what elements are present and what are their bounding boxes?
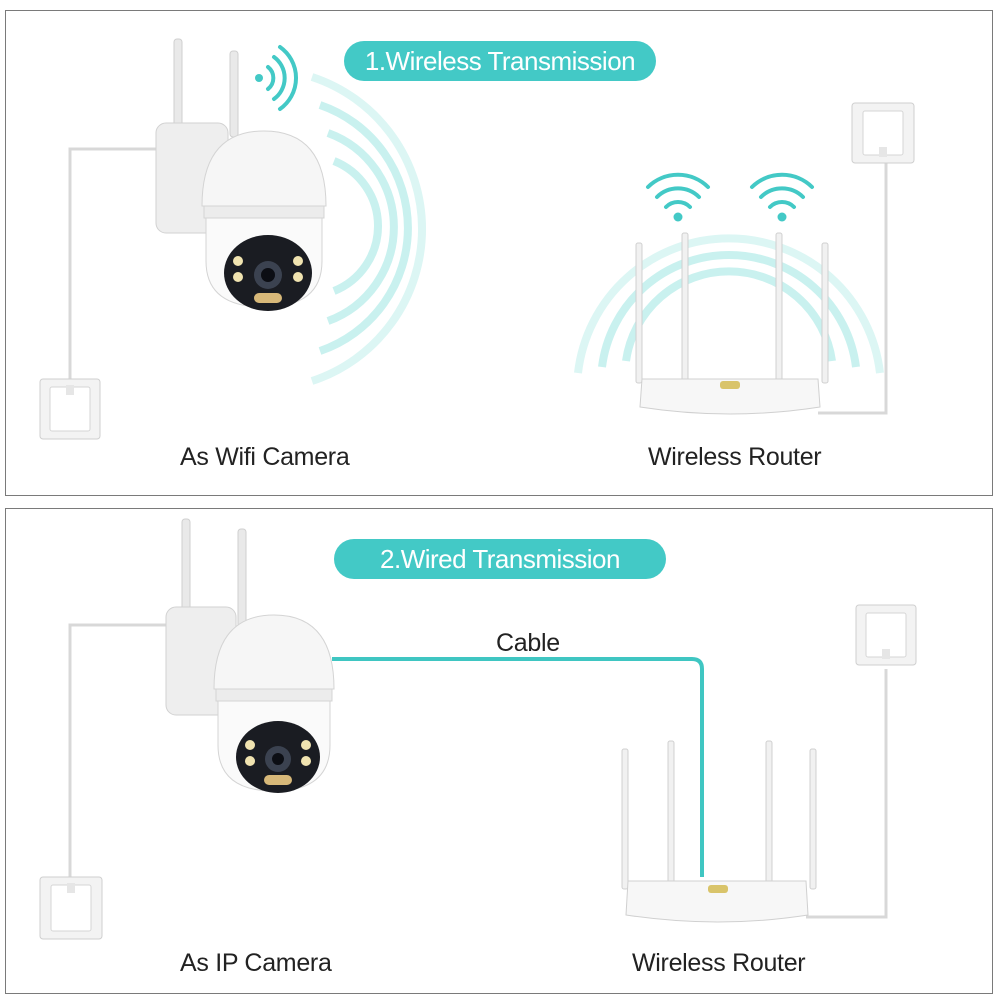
wired-transmission-panel: 2.Wired Transmission Cable As IP Camera … [5, 508, 993, 994]
wired-illustration [39, 518, 917, 940]
wireless-transmission-panel: 1.Wireless Transmission As Wifi Camera W… [5, 10, 993, 496]
panel-heading-pill: 1.Wireless Transmission [344, 41, 656, 81]
network-cable [332, 657, 704, 877]
ptz-camera-icon [155, 38, 327, 311]
panel-heading-pill: 2.Wired Transmission [334, 539, 666, 579]
router-icon [635, 232, 829, 415]
wall-outlet-icon [39, 378, 101, 440]
camera-caption: As Wifi Camera [180, 443, 350, 471]
router-wifi-icon [646, 172, 710, 222]
camera-signal-waves [310, 73, 426, 385]
wall-outlet-icon [851, 102, 915, 164]
router-power-cord [818, 161, 888, 415]
camera-wifi-icon [255, 45, 298, 111]
camera-power-cord [68, 147, 156, 381]
camera-caption: As IP Camera [180, 949, 332, 977]
router-caption: Wireless Router [632, 949, 806, 977]
router-wifi-icon [750, 172, 814, 222]
camera-power-cord [68, 623, 166, 879]
wall-outlet-icon [39, 876, 103, 940]
router-power-cord [806, 669, 888, 919]
router-signal-waves [574, 234, 884, 374]
ip-camera-icon [165, 518, 335, 793]
cable-label: Cable [496, 629, 560, 657]
router-icon [621, 740, 817, 923]
router-caption: Wireless Router [648, 443, 822, 471]
wall-outlet-icon [855, 604, 917, 666]
wireless-illustration [39, 38, 915, 440]
